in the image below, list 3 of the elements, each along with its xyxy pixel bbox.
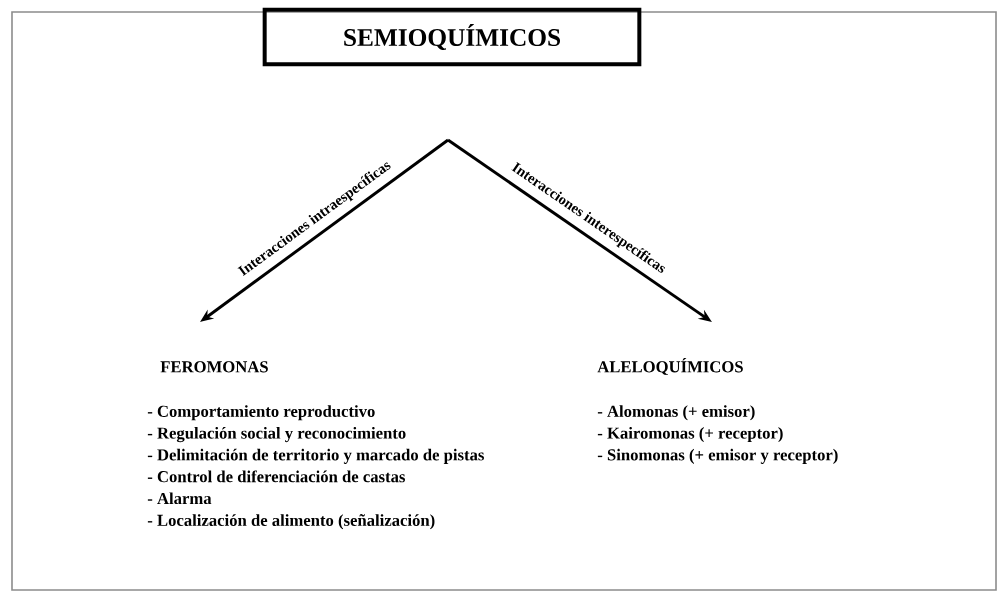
title-box: SEMIOQUÍMICOS [262,7,642,67]
category-list: ALELOQUÍMICOS - Alomonas (+ emisor) - Kairomonas (+ receptor) - Sinomonas (+ emisor y receptor) [597,357,838,464]
category-list: FEROMONAS - Comportamiento reproductivo - Regulación social y reconocimiento - Delimitación de territorio y marcado de pistas - Control de diferenciación de castas - Alarma - Localización de alimento (señalización) [147,361,484,530]
